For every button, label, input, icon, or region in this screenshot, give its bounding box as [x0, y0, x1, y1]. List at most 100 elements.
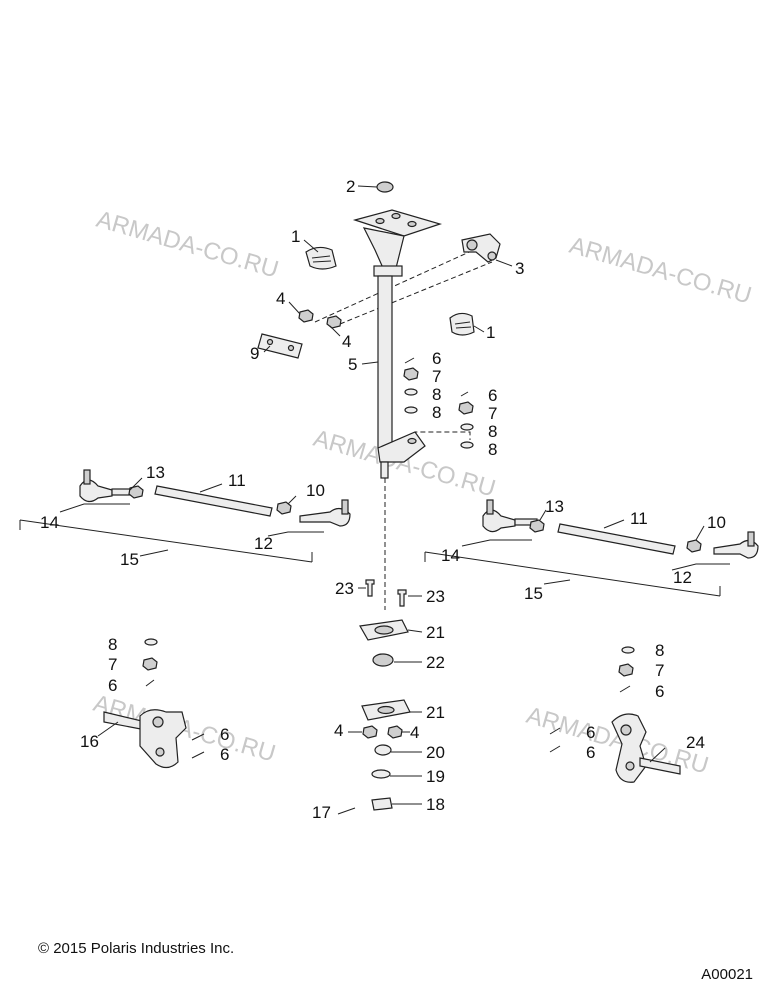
- cotter-pin-part: [191, 733, 205, 759]
- cotter-pin-part: [145, 679, 155, 687]
- leader-line: [199, 483, 223, 493]
- callout-6: 6: [488, 386, 497, 405]
- leader-line: [539, 509, 547, 521]
- leader-line: [329, 325, 341, 337]
- nut-part: [387, 725, 403, 739]
- cap-part: [376, 181, 394, 193]
- leader-line: [129, 477, 143, 491]
- callout-24: 24: [686, 733, 705, 752]
- callout-7: 7: [488, 404, 497, 423]
- nut-part: [362, 725, 378, 739]
- leader-line: [695, 525, 705, 541]
- leader-line: [361, 361, 379, 365]
- nut-part: [298, 309, 314, 323]
- callout-6: 6: [432, 349, 441, 368]
- callout-1: 1: [291, 227, 300, 246]
- callout-13: 13: [545, 497, 564, 516]
- callout-12: 12: [254, 534, 273, 553]
- assembly-line: [314, 247, 479, 323]
- callout-10: 10: [707, 513, 726, 532]
- leader-line: [303, 239, 319, 253]
- leader-line: [407, 629, 423, 633]
- callout-6: 6: [220, 725, 229, 744]
- castle-nut-part: [142, 657, 158, 671]
- leader-line: [59, 503, 130, 513]
- leader-line: [649, 747, 666, 763]
- washer-part: [621, 646, 635, 654]
- cotter-pin-part: [460, 391, 469, 397]
- cotter-pin-part: [337, 807, 356, 815]
- callout-20: 20: [426, 743, 445, 762]
- callout-15: 15: [524, 584, 543, 603]
- callout-22: 22: [426, 653, 445, 672]
- callout-19: 19: [426, 767, 445, 786]
- callout-18: 18: [426, 795, 445, 814]
- callout-2: 2: [346, 177, 355, 196]
- callout-17: 17: [312, 803, 331, 822]
- callout-7: 7: [108, 655, 117, 674]
- callout-7: 7: [655, 661, 664, 680]
- callout-11: 11: [630, 509, 648, 528]
- callout-6: 6: [586, 743, 595, 762]
- washer-part: [460, 441, 474, 449]
- bushing-part: [449, 312, 475, 336]
- callout-14: 14: [441, 546, 460, 565]
- callout-7: 7: [432, 367, 441, 386]
- leader-line: [461, 539, 532, 547]
- bushing-part: [305, 246, 337, 270]
- castle-nut-part: [618, 663, 634, 677]
- callout-15: 15: [120, 550, 139, 569]
- callout-23: 23: [335, 579, 354, 598]
- callout-9: 9: [250, 344, 259, 363]
- tie-rod-right-group: [424, 499, 759, 597]
- bolt-part: [365, 579, 375, 597]
- callout-6: 6: [586, 723, 595, 742]
- left-spindle-part: [103, 709, 187, 769]
- washer-part: [404, 388, 418, 396]
- figure-code: A00021: [701, 966, 753, 983]
- washer-part: [144, 638, 158, 646]
- callout-12: 12: [673, 568, 692, 587]
- washer-part: [371, 769, 391, 779]
- callout-13: 13: [146, 463, 165, 482]
- castle-nut-part: [371, 797, 393, 811]
- jam-nut-part: [276, 501, 292, 515]
- steering-column-part: [352, 209, 443, 479]
- callout-8: 8: [655, 641, 664, 660]
- callout-4: 4: [334, 721, 343, 740]
- callout-10: 10: [306, 481, 325, 500]
- callout-3: 3: [515, 259, 524, 278]
- callout-16: 16: [80, 732, 99, 751]
- leader-line: [543, 579, 571, 585]
- leader-line: [671, 563, 730, 571]
- callout-8: 8: [488, 422, 497, 441]
- callout-4: 4: [342, 332, 351, 351]
- callout-4: 4: [410, 723, 419, 742]
- leader-line: [97, 721, 119, 737]
- jam-nut-part: [128, 485, 144, 499]
- jam-nut-part: [529, 519, 545, 533]
- copyright-notice: © 2015 Polaris Industries Inc.: [38, 940, 235, 957]
- nut-part: [326, 315, 342, 329]
- callout-6: 6: [108, 676, 117, 695]
- right-spindle-part: [611, 713, 681, 783]
- watermark: ARMADA-CO.RU: [566, 232, 754, 310]
- callout-4: 4: [276, 289, 285, 308]
- cotter-pin-part: [404, 357, 415, 364]
- castle-nut-part: [403, 367, 419, 381]
- leader-line: [603, 519, 625, 529]
- callout-14: 14: [40, 513, 59, 532]
- assembly-line: [339, 261, 493, 325]
- callout-8: 8: [432, 403, 441, 422]
- leader-line: [267, 531, 324, 537]
- callout-5: 5: [348, 355, 357, 374]
- callout-23: 23: [426, 587, 445, 606]
- castle-nut-part: [458, 401, 474, 415]
- callout-6: 6: [655, 682, 664, 701]
- leader-line: [263, 345, 271, 353]
- callout-21: 21: [426, 703, 445, 722]
- cotter-pin-part: [619, 685, 631, 693]
- leader-line: [473, 325, 485, 333]
- callout-6: 6: [220, 745, 229, 764]
